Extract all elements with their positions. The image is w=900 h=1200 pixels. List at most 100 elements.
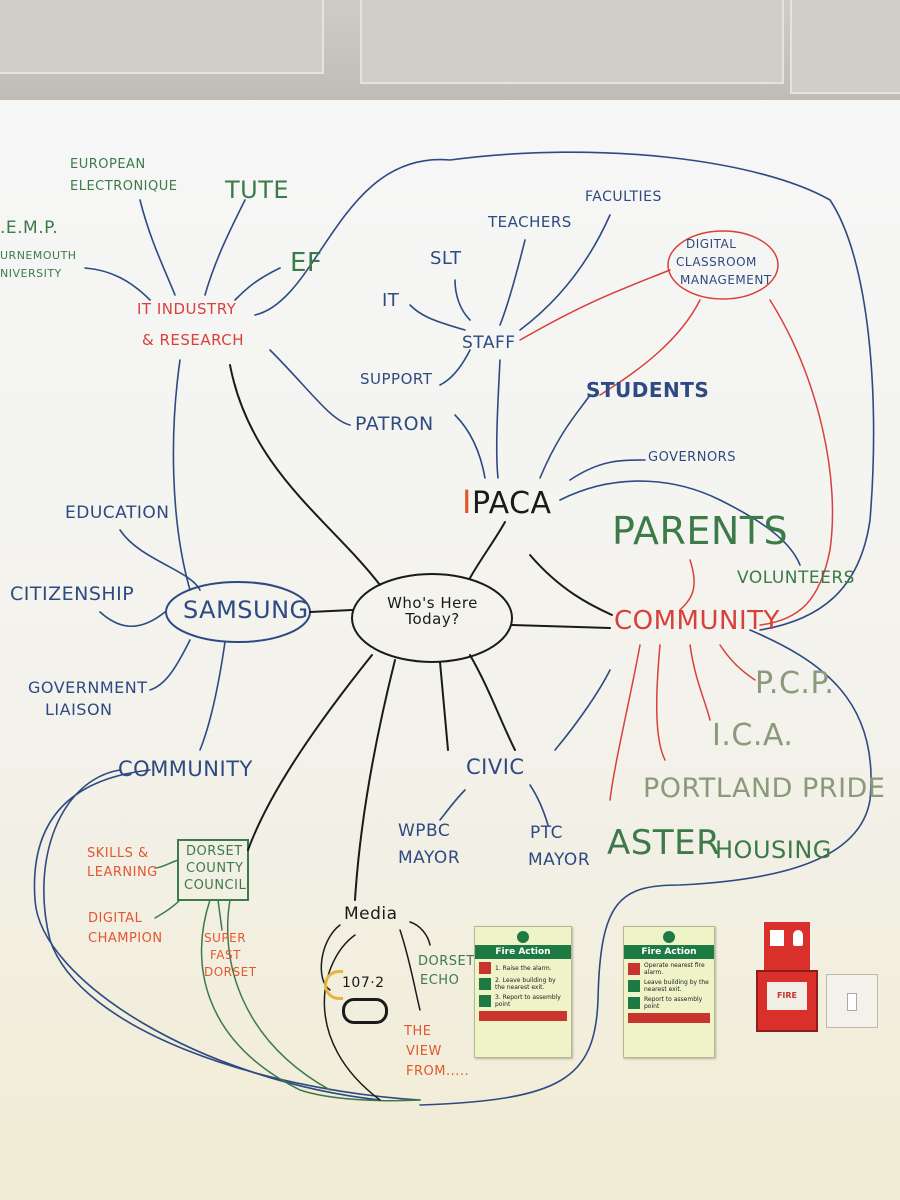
dorset-box — [177, 839, 249, 901]
governors-label: GOVERNORS — [648, 450, 736, 465]
dorset-echo-line2: ECHO — [420, 973, 460, 988]
dorset-echo-line1: DORSET — [418, 954, 475, 969]
citizenship-label: CITIZENSHIP — [10, 583, 135, 605]
view-from-line2: VIEW — [406, 1044, 442, 1059]
fire-action-step-text: 2. Leave building by the nearest exit. — [495, 977, 556, 991]
staff-item-support: SUPPORT — [360, 370, 433, 388]
fire-action-step: Operate nearest fire alarm. — [628, 962, 710, 976]
fire-action-step-text: Leave building by the nearest exit. — [644, 979, 709, 993]
lighthouse-icon: I — [462, 483, 472, 521]
fire-action-step: 3. Report to assembly point — [479, 994, 567, 1008]
fire-action-step: Report to assembly point — [628, 996, 710, 1010]
superfast-line1: SUPER — [204, 931, 247, 945]
fire-action-warning — [628, 1013, 710, 1023]
exit-icon — [628, 980, 640, 992]
alarm-icon — [628, 963, 640, 975]
fire-action-step-text: Operate nearest fire alarm. — [644, 962, 705, 976]
staff-item-teachers: TEACHERS — [488, 213, 572, 231]
wpbc-label: WPBC — [398, 821, 451, 841]
housing-label: HOUSING — [715, 836, 832, 864]
exit-icon — [479, 978, 491, 990]
staff-item-slt: SLT — [430, 248, 462, 269]
it-item-european: EUROPEAN — [70, 157, 146, 172]
it-item-temp: .E.M.P. — [0, 218, 59, 238]
info-icon — [663, 931, 675, 943]
skills-line2: LEARNING — [87, 865, 158, 880]
dorset-line3: COUNCIL — [184, 878, 247, 893]
fire-action-step: Leave building by the nearest exit. — [628, 979, 710, 993]
media-label: Media — [344, 904, 398, 924]
light-switch[interactable] — [826, 974, 878, 1028]
dorset-line2: COUNTY — [186, 861, 244, 876]
fire-action-sign: Fire Action 1. Raise the alarm. 2. Leave… — [474, 926, 572, 1058]
radio-107-label: 107·2 — [342, 975, 385, 991]
digital-champion-line2: CHAMPION — [88, 931, 163, 946]
ica-label: I.C.A. — [712, 718, 794, 753]
skills-line1: SKILLS & — [87, 846, 149, 861]
community-label: COMMUNITY — [614, 606, 780, 636]
fire-action-warning — [479, 1011, 567, 1021]
view-from-line3: FROM..... — [406, 1064, 470, 1079]
digital-line3: MANAGEMENT — [680, 273, 772, 287]
hand-icon — [770, 930, 784, 946]
liaison-label: LIAISON — [45, 700, 113, 719]
digital-line1: DIGITAL — [686, 237, 737, 251]
fire-alarm-call-point[interactable]: FIRE — [756, 970, 818, 1032]
central-label: Who's Here Today? — [387, 594, 478, 628]
fire-action-title: Fire Action — [624, 945, 714, 959]
patron-label: PATRON — [355, 413, 434, 435]
fire-action-step-text: 3. Report to assembly point — [495, 994, 561, 1008]
ceiling-tile — [0, 0, 324, 74]
alarm-icon — [479, 962, 491, 974]
ptc-label: PTC — [530, 823, 564, 843]
flame-icon — [793, 930, 804, 946]
wpbc-mayor-label: MAYOR — [398, 848, 461, 868]
volunteers-label: VOLUNTEERS — [737, 568, 855, 588]
government-label: GOVERNMENT — [28, 678, 148, 697]
education-label: EDUCATION — [65, 503, 170, 523]
samsung-label: SAMSUNG — [183, 596, 309, 624]
fire-action-sign: Fire Action Operate nearest fire alarm. … — [623, 926, 715, 1058]
portland-pride-label: PORTLAND PRIDE — [643, 773, 886, 804]
fire-alarm-label: FIRE — [767, 982, 807, 1010]
fire-action-step-text: Report to assembly point — [644, 996, 703, 1010]
digital-ellipse — [667, 230, 779, 300]
it-item-ef: EF — [290, 248, 323, 278]
view-from-line1: THE — [404, 1024, 432, 1039]
hub-label: PACA — [471, 486, 552, 521]
assembly-icon — [628, 997, 640, 1009]
fire-action-step-text: 1. Raise the alarm. — [495, 964, 552, 972]
whiteboard — [0, 100, 900, 1200]
it-item-university: NIVERSITY — [0, 267, 62, 280]
radio-logo-icon — [342, 998, 388, 1024]
info-icon — [517, 931, 529, 943]
fire-action-step: 2. Leave building by the nearest exit. — [479, 977, 567, 991]
assembly-icon — [479, 995, 491, 1007]
it-item-electronique: ELECTRONIQUE — [70, 179, 178, 194]
radio-waves-icon — [324, 970, 343, 1000]
ceiling-tile — [790, 0, 900, 94]
parents-label: PARENTS — [612, 509, 789, 553]
staff-item-faculties: FACULTIES — [585, 189, 662, 205]
digital-line2: CLASSROOM — [676, 255, 757, 269]
superfast-line3: DORSET — [204, 965, 257, 979]
dorset-line1: DORSET — [186, 844, 243, 859]
it-research-label: & RESEARCH — [142, 331, 245, 349]
fire-alarm-sign — [762, 920, 812, 972]
it-industry-label: IT INDUSTRY — [137, 300, 237, 318]
fire-action-step: 1. Raise the alarm. — [479, 962, 567, 974]
civic-label: CIVIC — [466, 755, 525, 779]
it-item-bournemouth: URNEMOUTH — [0, 249, 77, 262]
ceiling — [0, 0, 900, 115]
digital-champion-line1: DIGITAL — [88, 911, 143, 926]
students-label: STUDENTS — [586, 378, 710, 402]
switch-toggle[interactable] — [847, 993, 857, 1011]
central-ellipse — [351, 573, 513, 663]
fire-action-title: Fire Action — [475, 945, 571, 959]
aster-label: ASTER — [607, 823, 721, 863]
staff-item-it: IT — [382, 290, 400, 311]
staff-label: STAFF — [462, 333, 516, 353]
superfast-line2: FAST — [210, 948, 241, 962]
